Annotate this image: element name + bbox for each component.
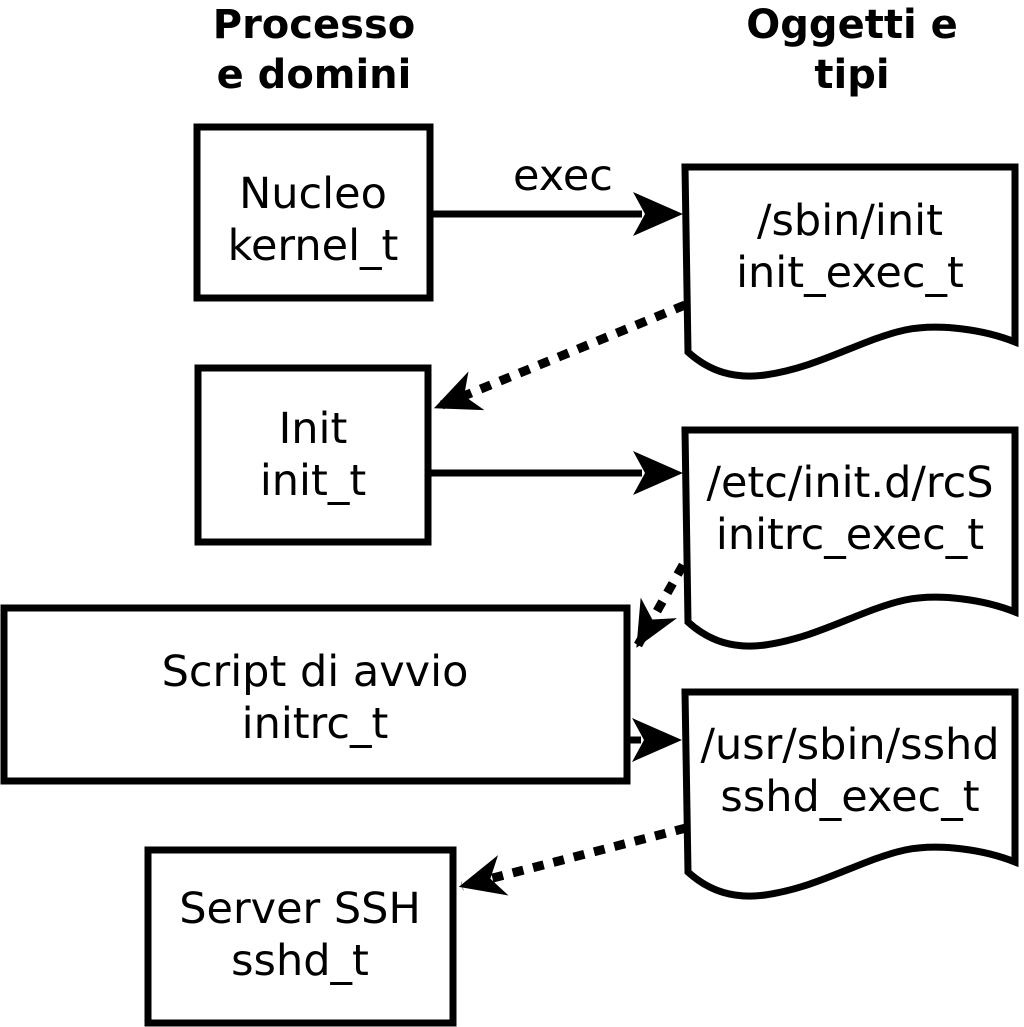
process-name: Script di avvio [162, 647, 469, 697]
object-type: sshd_exec_t [720, 772, 979, 822]
process-box-kernel: Nucleo kernel_t [193, 123, 434, 302]
process-name: Server SSH [179, 884, 421, 934]
exec-label: exec [513, 151, 613, 201]
object-doc-init-exec: /sbin/init init_exec_t [681, 163, 1019, 380]
process-rect [193, 123, 434, 302]
object-path: /sbin/init [757, 196, 943, 246]
object-doc-sshd-exec: /usr/sbin/sshd sshd_exec_t [681, 688, 1019, 900]
header-left-line2: e domini [217, 52, 412, 98]
process-type: sshd_t [231, 936, 369, 986]
arrow-head-icon [633, 451, 683, 495]
process-rect [194, 364, 432, 546]
process-type: init_t [260, 456, 366, 506]
object-type: init_exec_t [736, 248, 964, 298]
document-shape [681, 688, 1019, 900]
object-path: /usr/sbin/sshd [700, 720, 999, 770]
process-name: Nucleo [239, 169, 387, 219]
solid-arrow-kernel-to-init-exec: exec [430, 151, 683, 236]
solid-arrow-init-to-initrc-exec [428, 451, 683, 495]
document-shape [681, 163, 1019, 380]
process-box-sshd: Server SSH sshd_t [144, 846, 457, 1027]
process-rect [0, 604, 631, 785]
object-path: /etc/init.d/rcS [706, 458, 993, 508]
header-right-line1: Oggetti e [746, 2, 957, 48]
process-rect [144, 846, 457, 1027]
dotted-arrow-init-exec-to-init [433, 300, 687, 412]
header-right-line2: tipi [814, 52, 889, 98]
process-type: initrc_t [242, 699, 389, 749]
process-type: kernel_t [228, 221, 399, 271]
arrow-head-icon [633, 192, 683, 236]
object-type: initrc_exec_t [716, 510, 984, 560]
column-header-processes: Processo e domini [213, 2, 415, 98]
header-left-line1: Processo [213, 2, 415, 48]
arrow-head-icon [632, 718, 682, 762]
process-name: Init [279, 404, 348, 454]
dotted-arrow-initrc-exec-to-initrc [634, 562, 687, 648]
dotted-arrow-sshd-exec-to-sshd [458, 823, 688, 896]
object-doc-initrc-exec: /etc/init.d/rcS initrc_exec_t [681, 426, 1019, 650]
process-box-init: Init init_t [194, 364, 432, 546]
column-header-objects: Oggetti e tipi [746, 2, 957, 98]
document-shape [681, 426, 1019, 650]
process-box-initrc: Script di avvio initrc_t [0, 604, 631, 785]
